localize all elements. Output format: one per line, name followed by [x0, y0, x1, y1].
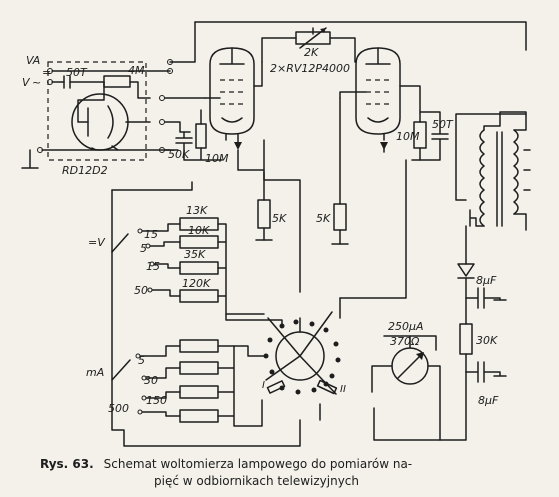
label-range-15b: 15: [146, 260, 160, 273]
label-10k: 10K: [188, 224, 210, 237]
transformer: [469, 111, 531, 231]
label-250ua: 250μA: [388, 320, 424, 333]
label-50k: 50K: [168, 148, 190, 161]
label-switch-i: I: [262, 380, 265, 391]
label-va-sign: =: [42, 66, 51, 79]
label-v-ac-sign: ~: [32, 76, 41, 89]
label-4m: 4M: [128, 64, 145, 77]
label-v-ac: V: [22, 76, 31, 89]
label-8uf-bottom: 8μF: [478, 394, 499, 407]
caption-prefix: Rys. 63.: [40, 457, 94, 471]
dc-range-section: =V: [88, 181, 265, 315]
label-ma-30: 30: [144, 374, 158, 387]
label-ma: mA: [86, 366, 104, 379]
label-2xrv12p4000: 2×RV12P4000: [270, 62, 350, 75]
caption-text-1: Schemat woltomierza lampowego do pomiaró…: [104, 457, 412, 471]
rotary-switch: [263, 297, 341, 421]
input-terminals: VA = V ~: [22, 54, 171, 153]
tube-left: [204, 47, 263, 150]
label-range-15a: 15: [144, 228, 158, 241]
caption-line2: pięć w odbiornikach telewizyjnych: [154, 474, 359, 488]
label-5k-left: 5K: [272, 212, 287, 225]
rectifier-diode: [457, 225, 475, 299]
label-range-50: 50: [134, 284, 148, 297]
label-10m-right: 10M: [396, 130, 420, 143]
label-ma-5: 5: [138, 354, 145, 367]
wire-supply: [455, 113, 527, 201]
wire-right-meter: [339, 159, 407, 299]
resistor-5k-left: [237, 139, 273, 241]
wire-v-switch: [225, 313, 283, 327]
label-5k-right: 5K: [316, 212, 331, 225]
cap-grid-left: [175, 131, 193, 153]
label-35k: 35K: [184, 248, 206, 261]
resistor-10m-left: [183, 109, 223, 161]
probe-box: [47, 61, 147, 161]
label-ma-500: 500: [108, 402, 129, 415]
label-va: VA: [26, 54, 40, 67]
label-ma-150: 150: [146, 394, 167, 407]
resistor-5k-right: [331, 97, 349, 245]
label-30k: 30K: [476, 334, 498, 347]
resistor-30k: [459, 297, 473, 373]
wire-ma-switch: [233, 345, 267, 357]
label-10m-left: 10M: [205, 152, 229, 165]
wire-left-meter: [263, 171, 301, 293]
cap-8uf-top: [465, 287, 507, 309]
cap-8uf-bottom: [465, 361, 507, 383]
label-2k: 2K: [304, 46, 319, 59]
resistor-4m: [103, 75, 151, 99]
caption-line1: Rys. 63. Schemat woltomierza lampowego d…: [40, 455, 412, 472]
label-50t-input: 50T: [66, 66, 88, 79]
probe-terminals: [159, 59, 206, 153]
tube-right: [339, 47, 421, 153]
ground-input: [21, 149, 171, 169]
label-370ohm: 370Ω: [390, 335, 420, 348]
wire-supply-bottom: [373, 371, 467, 441]
label-8uf-top: 8μF: [476, 274, 497, 287]
meter-250ua: [371, 335, 441, 441]
label-dc-v: =V: [88, 236, 106, 249]
label-13k: 13K: [186, 204, 208, 217]
label-switch-ii: II: [340, 384, 346, 395]
label-rd12d2: RD12D2: [62, 164, 108, 177]
top-bus: [169, 21, 527, 63]
label-range-5a: 5: [140, 242, 147, 255]
label-120k: 120K: [182, 277, 211, 290]
label-50t-right: 50T: [432, 118, 454, 131]
cap-50t-right: [419, 111, 449, 161]
potentiometer-2k: [295, 27, 331, 49]
